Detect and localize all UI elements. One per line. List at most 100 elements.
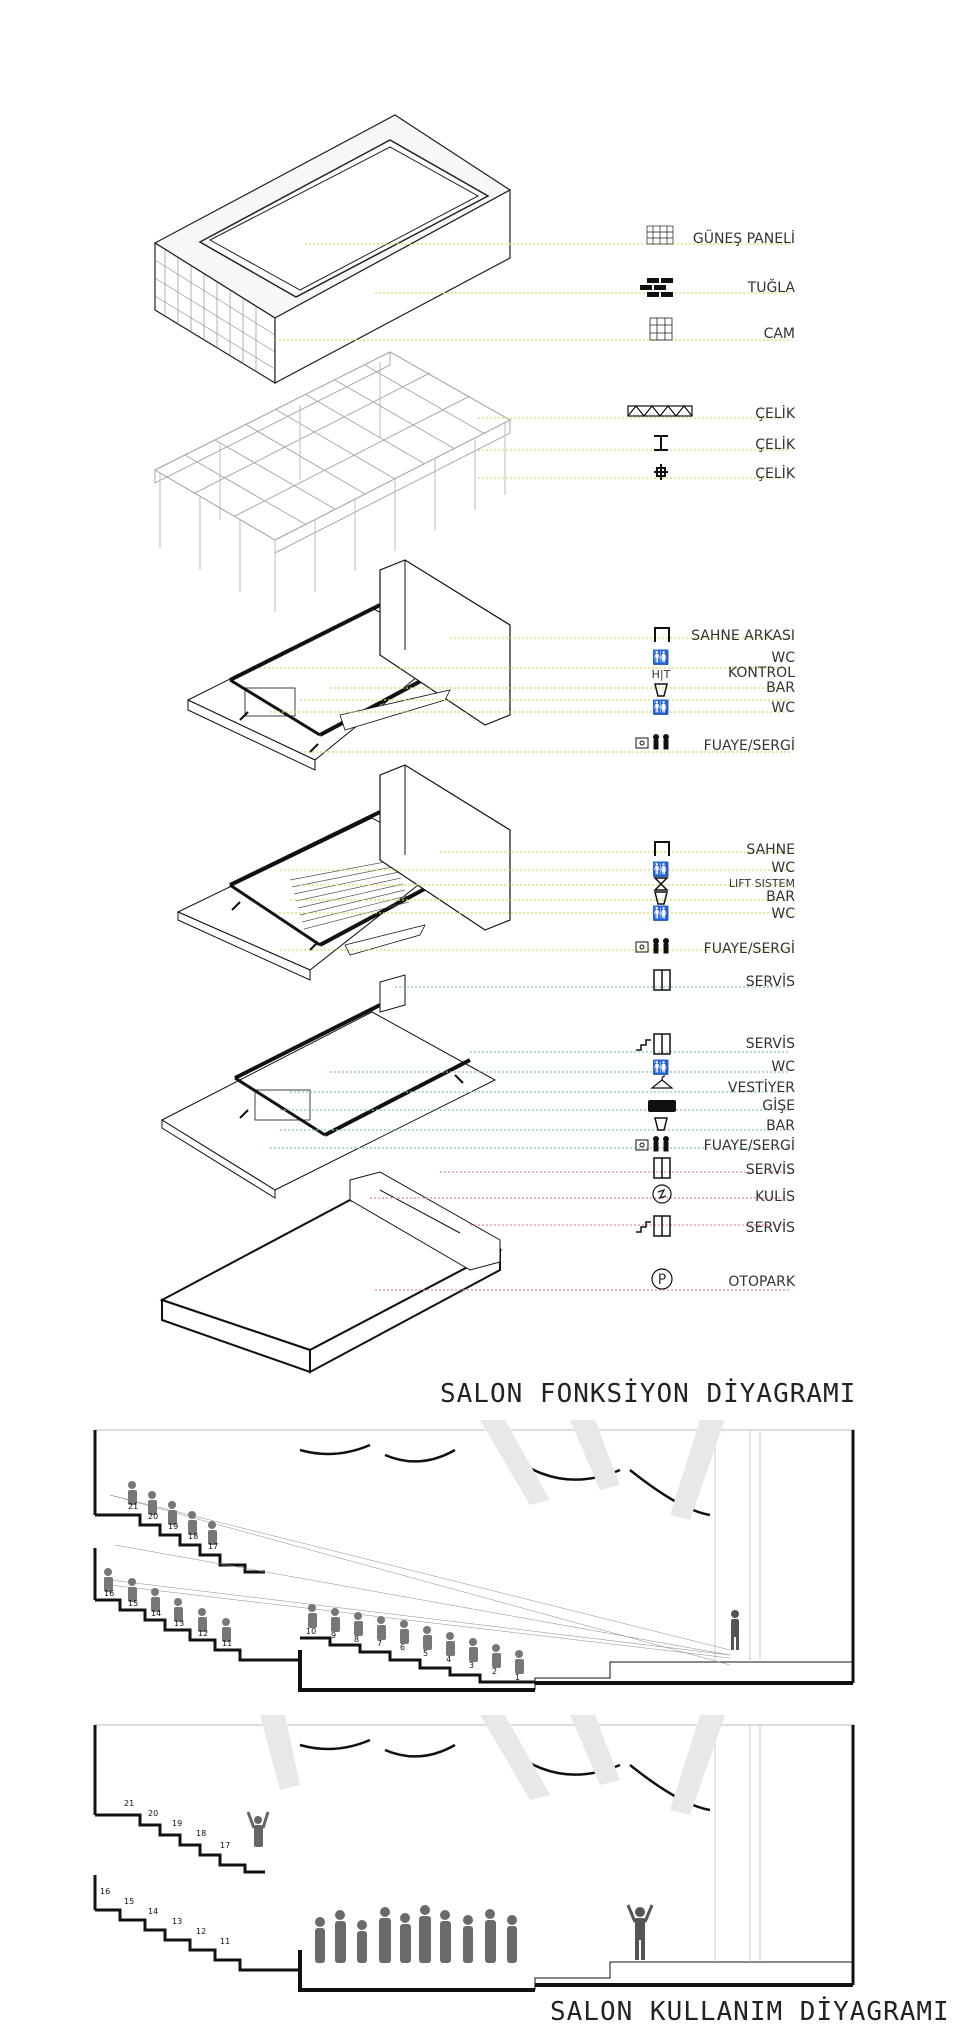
stage-lights-1 <box>480 1420 725 1520</box>
seat-label: 14 <box>151 1609 161 1618</box>
stage-lights-2 <box>260 1715 725 1815</box>
seat-label: 12 <box>198 1629 208 1638</box>
legend-floor-3: SAHNE ARKASI 🚻 WC H|T KONTROL BAR 🚻 WC F… <box>635 627 795 754</box>
legend-label-cloakroom: VESTİYER <box>728 1078 795 1096</box>
wc-icon: 🚻 <box>652 699 669 716</box>
legend-label-solar: GÜNEŞ PANELİ <box>693 229 795 247</box>
lower-balcony-seats-2: 16 15 14 13 12 11 <box>100 1887 230 1946</box>
legend-label-service-2: SERVİS <box>746 1160 795 1178</box>
upper-balcony-seats-2: 21 20 19 18 17 <box>124 1799 270 1850</box>
seat-label: 8 <box>354 1635 359 1644</box>
legend-label-backstage: KULİS <box>755 1187 795 1205</box>
ticket-icon <box>648 1100 676 1112</box>
seat-label: 17 <box>220 1841 230 1850</box>
upper-balcony-seats-1: 21 20 19 18 17 <box>128 1481 218 1551</box>
hanger-icon <box>650 1075 674 1089</box>
legend-label-brick: TUĞLA <box>747 278 796 296</box>
seat-label: 21 <box>124 1799 134 1808</box>
basement-block <box>159 1171 503 1374</box>
legend-structure: ÇELİK ÇELİK ÇELİK <box>627 404 796 482</box>
legend-label-steel-truss: ÇELİK <box>755 404 796 422</box>
seat-label: 19 <box>172 1819 182 1828</box>
control-icon: H|T <box>652 668 671 681</box>
wc-icon: 🚻 <box>652 905 669 922</box>
brick-icon <box>640 278 673 297</box>
legend-label-bar: BAR <box>766 889 795 905</box>
seat-label: 9 <box>331 1631 336 1640</box>
seat-label: 18 <box>196 1829 206 1838</box>
performer-figure <box>731 1610 739 1650</box>
seat-label: 4 <box>446 1655 451 1664</box>
exhibition-icon <box>635 1136 669 1152</box>
seat-label: 11 <box>220 1937 230 1946</box>
bar-icon <box>654 683 668 697</box>
stage-frame-icon <box>654 627 670 642</box>
stage-frame-icon <box>654 841 670 856</box>
wc-icon: 🚻 <box>652 861 669 878</box>
legend-label-foyer: FUAYE/SERGİ <box>704 1136 795 1154</box>
seat-label: 2 <box>492 1667 497 1676</box>
legend-label-service-3: SERVİS <box>746 1218 795 1236</box>
performer-figure <box>626 1904 654 1960</box>
legend-label-foyer: FUAYE/SERGİ <box>704 939 795 957</box>
seat-label: 10 <box>306 1627 316 1636</box>
legend-label-foyer: FUAYE/SERGİ <box>704 736 795 754</box>
exhibition-icon <box>635 938 669 954</box>
seat-label: 5 <box>423 1649 428 1658</box>
seat-label: 14 <box>148 1907 158 1916</box>
seat-label: 11 <box>222 1639 232 1648</box>
seat-label: 13 <box>174 1619 184 1628</box>
legend-basement: P OTOPARK <box>651 1268 796 1290</box>
lower-balcony-seats-1: 16 15 14 13 12 11 <box>104 1568 232 1648</box>
legend-label-backstage: SAHNE ARKASI <box>691 628 795 644</box>
seat-label: 20 <box>148 1809 158 1818</box>
legend-label-wc-2: WC <box>771 700 795 716</box>
steel-frame <box>153 351 512 612</box>
floor-1-block <box>160 974 497 1199</box>
legend: GÜNEŞ PANELİ TUĞLA CAM ÇELİK <box>260 225 796 1291</box>
auditorium-shell-2 <box>93 1724 855 1992</box>
seat-label: 20 <box>148 1512 158 1521</box>
seat-label: 15 <box>124 1897 134 1906</box>
legend-roof: GÜNEŞ PANELİ TUĞLA CAM <box>640 225 796 342</box>
roof-block <box>153 114 512 385</box>
legend-label-wc-2: WC <box>771 906 795 922</box>
legend-label-glass: CAM <box>764 326 795 342</box>
legend-label-steel-column: ÇELİK <box>755 464 796 482</box>
i-beam-icon <box>654 435 668 451</box>
exhibition-icon <box>635 734 669 750</box>
seat-label: 19 <box>168 1522 178 1531</box>
section-usage-title: SALON KULLANIM DİYAGRAMI <box>550 1995 950 2027</box>
legend-label-stage: SAHNE <box>746 842 795 858</box>
legend-label-wc: WC <box>771 860 795 876</box>
section-function-diagram: SALON FONKSİYON DİYAGRAMI <box>93 1377 856 1692</box>
legend-label-bar: BAR <box>766 1118 795 1134</box>
backstage-icon <box>652 1184 672 1204</box>
truss-icon <box>627 405 693 417</box>
svg-text:P: P <box>658 1272 666 1288</box>
section-function-title: SALON FONKSİYON DİYAGRAMI <box>440 1377 856 1409</box>
stair-elevator-icon <box>636 1215 671 1237</box>
seat-label: 16 <box>100 1887 110 1896</box>
seat-label: 17 <box>208 1542 218 1551</box>
elevator-icon <box>653 1157 671 1179</box>
solar-panel-icon <box>646 225 674 245</box>
stair-elevator-icon <box>636 1033 671 1055</box>
wc-icon: 🚻 <box>652 1059 669 1076</box>
cheering-figure <box>246 1811 270 1847</box>
auditorium-shell-1 <box>93 1429 855 1692</box>
seat-label: 15 <box>128 1599 138 1608</box>
standing-crowd <box>315 1905 517 1963</box>
lift-icon <box>653 877 669 891</box>
seat-label: 16 <box>104 1589 114 1598</box>
elevator-icon <box>653 969 671 991</box>
legend-label-control: KONTROL <box>728 665 795 681</box>
legend-label-bar: BAR <box>766 680 795 696</box>
seat-label: 18 <box>188 1532 198 1541</box>
legend-label-lift: LIFT SISTEM <box>729 877 795 890</box>
section-usage-diagram: 21 20 19 18 17 16 15 14 13 12 11 <box>93 1715 950 2027</box>
legend-label-wc: WC <box>771 650 795 666</box>
seat-label: 1 <box>515 1673 520 1682</box>
legend-floor-1: SERVİS 🚻 WC VESTİYER GİŞE BAR FUAYE/SERG… <box>635 1033 795 1237</box>
legend-label-steel-beam: ÇELİK <box>755 435 796 453</box>
